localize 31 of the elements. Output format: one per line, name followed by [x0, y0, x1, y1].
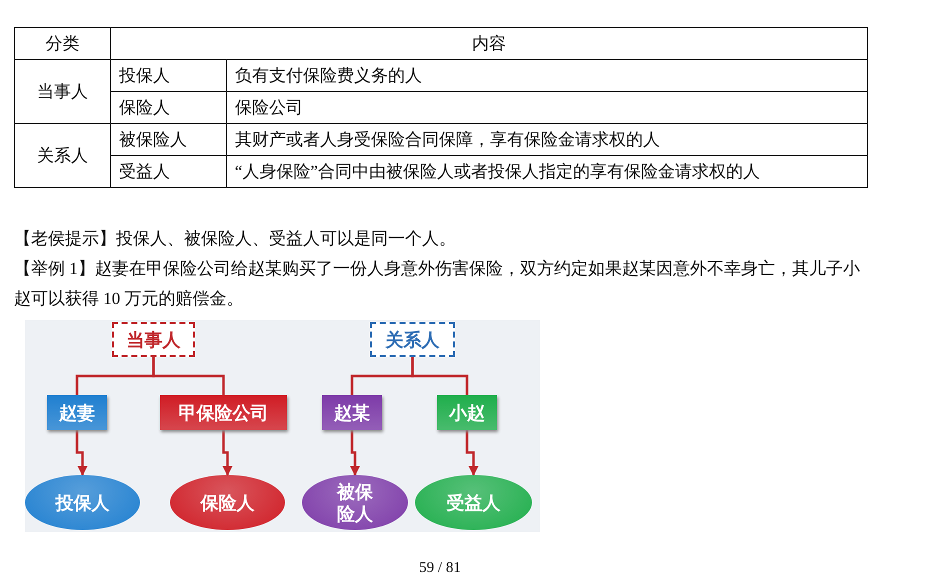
- arrow: [466, 430, 478, 476]
- ellipse-node: 受益人: [415, 475, 532, 530]
- process-box: 甲保险公司: [160, 395, 287, 430]
- arrow: [222, 430, 232, 476]
- ellipse-node: 投保人: [25, 475, 140, 530]
- page-number: 59 / 81: [418, 560, 462, 577]
- arrow: [76, 430, 88, 476]
- note-text: 【老侯提示】投保人、被保险人、受益人可以是同一个人。: [14, 228, 457, 250]
- note-text: 【举例 1】赵妻在甲保险公司给赵某购买了一份人身意外伤害保险，双方约定如果赵某因意外不幸身亡，其儿子小赵可以获得 10 万元的赔偿金。: [14, 258, 861, 310]
- table-cell: 关系人: [14, 124, 110, 188]
- table-header-cell: 分类: [14, 28, 110, 60]
- connector-line: [152, 357, 225, 395]
- ellipse-node: 被保险人: [302, 475, 408, 530]
- table-header-cell: 内容: [110, 28, 868, 60]
- table-cell: 其财产或者人身受保险合同保障，享有保险金请求权的人: [226, 124, 868, 156]
- dashed-label-box: 关系人: [370, 322, 455, 357]
- table-cell: 保险公司: [226, 92, 868, 124]
- arrow: [350, 430, 360, 476]
- table-cell: “人身保险”合同中由被保险人或者投保人指定的享有保险金请求权的人: [226, 156, 868, 188]
- table-cell: 当事人: [14, 60, 110, 124]
- dashed-label-box: 当事人: [112, 322, 195, 357]
- table-cell: 受益人: [110, 156, 226, 188]
- process-box: 小赵: [437, 395, 497, 430]
- connector-line: [411, 357, 468, 395]
- process-box: 赵妻: [47, 395, 107, 430]
- table-cell: 被保险人: [110, 124, 226, 156]
- ellipse-node: 保险人: [170, 475, 285, 530]
- process-box: 赵某: [322, 395, 382, 430]
- table-cell: 保险人: [110, 92, 226, 124]
- table-cell: 投保人: [110, 60, 226, 92]
- table-cell: 负有支付保险费义务的人: [226, 60, 868, 92]
